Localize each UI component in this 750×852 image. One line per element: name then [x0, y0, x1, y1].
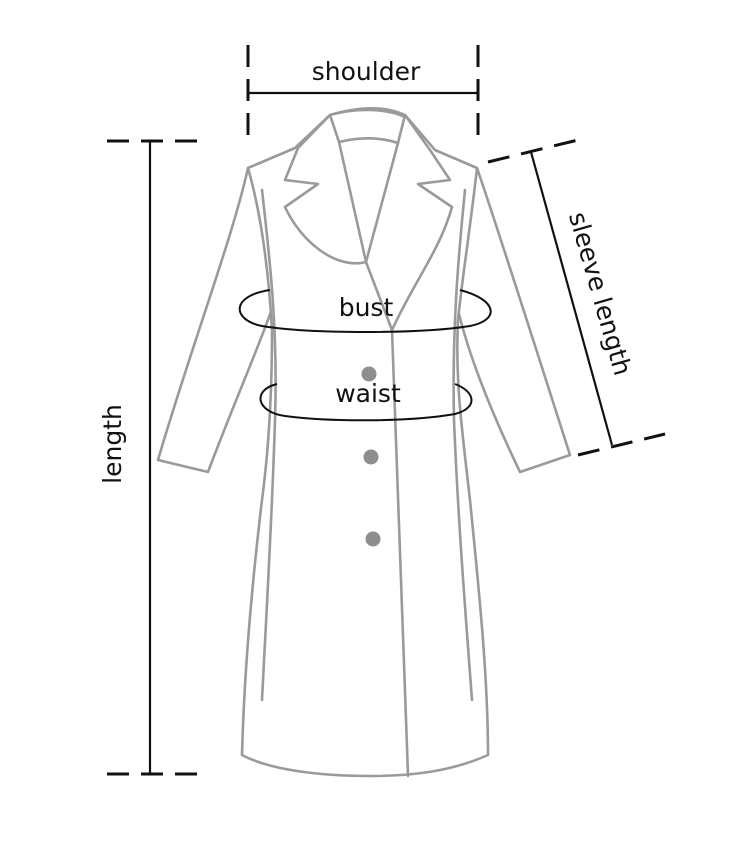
center-front-line	[364, 260, 410, 778]
length-label: length	[98, 404, 127, 484]
coat-body	[240, 107, 490, 778]
right-side-seam	[452, 188, 474, 702]
collar-band	[328, 108, 407, 145]
coat-button-3	[365, 531, 381, 547]
bust-measurement: bust	[238, 289, 492, 333]
shoulder-measurement: shoulder	[246, 45, 480, 138]
bust-label: bust	[339, 293, 394, 322]
bust-ring	[238, 289, 492, 333]
coat-button-1	[361, 366, 377, 382]
sleeve-top-guide	[487, 138, 579, 164]
length-measurement: length	[98, 139, 200, 776]
coat-illustration	[156, 107, 572, 778]
shoulder-label: shoulder	[312, 57, 421, 86]
waist-label: waist	[335, 379, 401, 408]
right-sleeve	[456, 166, 572, 474]
waist-measurement: waist	[259, 379, 473, 422]
waist-ring	[259, 383, 473, 422]
sleeve-length-line	[529, 151, 614, 446]
sleeve-bottom-guide	[577, 432, 666, 457]
left-side-seam	[260, 188, 277, 702]
sleeve-length-label: sleeve length	[563, 209, 637, 379]
left-lapel	[283, 113, 368, 265]
coat-button-2	[363, 449, 379, 465]
right-lapel	[364, 113, 454, 332]
